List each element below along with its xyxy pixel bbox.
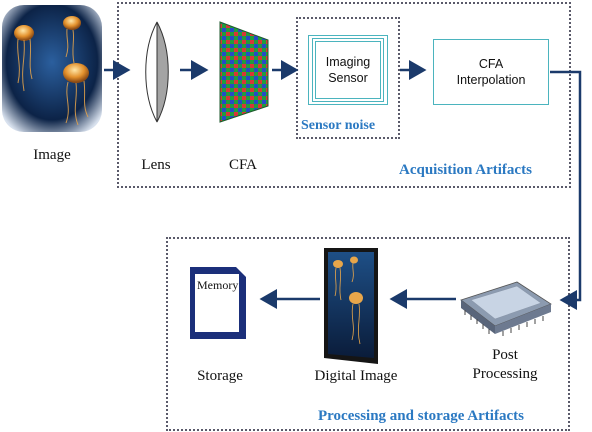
digital-image-icon xyxy=(324,248,378,364)
imaging-sensor-box: Imaging Sensor xyxy=(308,35,388,105)
processor-chip-icon xyxy=(460,281,552,336)
cfa-interpolation-label: CFA Interpolation xyxy=(456,56,526,87)
memory-label: Memory xyxy=(197,278,239,292)
acquisition-artifacts-label: Acquisition Artifacts xyxy=(399,162,532,178)
sensor-noise-label: Sensor noise xyxy=(301,118,376,133)
processing-group xyxy=(166,237,570,431)
cfa-filter-icon xyxy=(219,21,269,123)
arrow-interpolation-to-processing xyxy=(550,70,582,310)
post-processing-label: Post Processing xyxy=(472,347,538,382)
jellyfish-image xyxy=(2,5,102,132)
cfa-label: CFA xyxy=(228,157,258,173)
acquisition-group xyxy=(117,2,571,188)
lens-label: Lens xyxy=(141,157,171,173)
storage-label: Storage xyxy=(197,368,243,384)
digital-image-label: Digital Image xyxy=(314,368,398,384)
imaging-sensor-label: Imaging Sensor xyxy=(325,54,371,85)
processing-artifacts-label: Processing and storage Artifacts xyxy=(318,408,524,424)
memory-card-icon xyxy=(190,267,246,339)
lens-icon xyxy=(145,21,169,123)
cfa-interpolation-box: CFA Interpolation xyxy=(433,39,549,105)
image-label: Image xyxy=(33,147,71,163)
